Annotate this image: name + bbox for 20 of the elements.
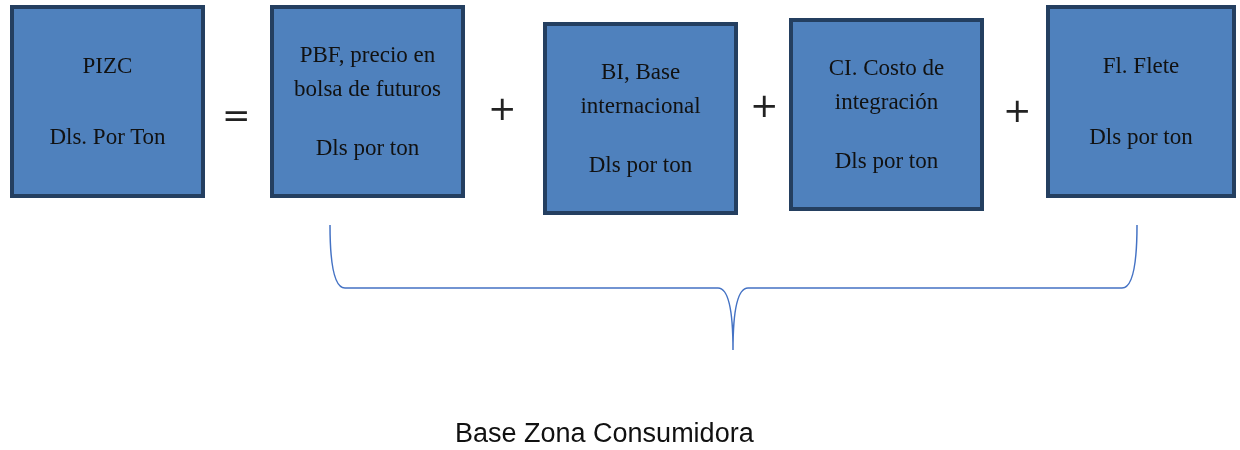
brace-label: Base Zona Consumidora [455, 418, 754, 449]
plus-sign: + [1003, 90, 1032, 130]
box-text: Dls por ton [834, 147, 939, 175]
box-text: BI, Base internacional [579, 57, 702, 120]
formula-box [543, 22, 738, 215]
equals-sign: = [222, 95, 251, 135]
box-text: Dls por ton [315, 134, 420, 162]
box-text: Fl. Flete [1102, 52, 1180, 80]
box-text: CI. Costo de integración [827, 53, 946, 116]
box-text: PIZC [82, 52, 133, 80]
box-text: Dls por ton [588, 151, 693, 179]
formula-box [10, 5, 205, 198]
box-text: PBF, precio en bolsa de futuros [293, 40, 442, 103]
formula-box [1046, 5, 1236, 198]
formula-box [270, 5, 465, 198]
box-text: Dls. Por Ton [49, 122, 166, 151]
plus-sign: + [488, 88, 517, 128]
formula-box [789, 18, 984, 211]
box-text: Dls por ton [1089, 122, 1193, 151]
plus-sign: + [750, 85, 779, 125]
